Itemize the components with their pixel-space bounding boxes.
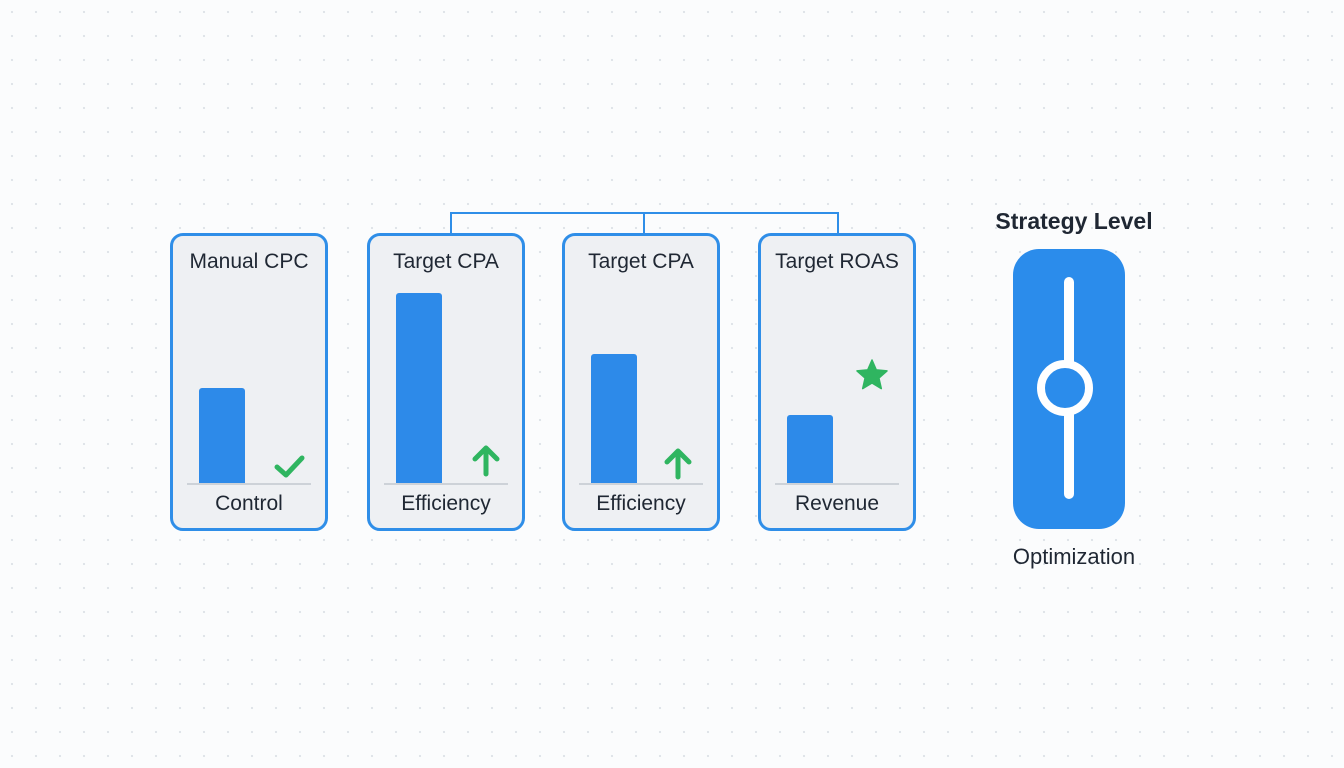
card-title: Manual CPC xyxy=(189,250,309,273)
card-target-cpa: Target CPA Efficiency xyxy=(562,233,720,531)
arrow-up-icon xyxy=(472,445,500,477)
card-target-cpa: Target CPA Efficiency xyxy=(367,233,525,531)
card-target-roas: Target ROAS Revenue xyxy=(758,233,916,531)
baseline xyxy=(187,483,311,485)
slider-knob[interactable] xyxy=(1037,360,1093,416)
check-icon xyxy=(274,455,305,478)
level-bar xyxy=(787,415,833,483)
star-icon xyxy=(856,359,888,390)
baseline xyxy=(384,483,508,485)
strategy-level-slider[interactable] xyxy=(1013,249,1125,529)
baseline xyxy=(579,483,703,485)
card-label: Efficiency xyxy=(596,492,686,515)
strategy-caption: Optimization xyxy=(1012,544,1136,569)
arrow-up-icon xyxy=(664,448,692,480)
level-bar xyxy=(396,293,442,483)
card-label: Revenue xyxy=(794,492,880,515)
level-bar xyxy=(591,354,637,483)
card-label: Efficiency xyxy=(401,492,491,515)
card-title: Target ROAS xyxy=(775,250,899,273)
card-title: Target CPA xyxy=(588,250,694,273)
card-manual-cpc: Manual CPC Control xyxy=(170,233,328,531)
card-title: Target CPA xyxy=(393,250,499,273)
level-bar xyxy=(199,388,245,483)
card-label: Control xyxy=(215,492,283,515)
strategy-level-title: Strategy Level xyxy=(995,208,1153,234)
baseline xyxy=(775,483,899,485)
